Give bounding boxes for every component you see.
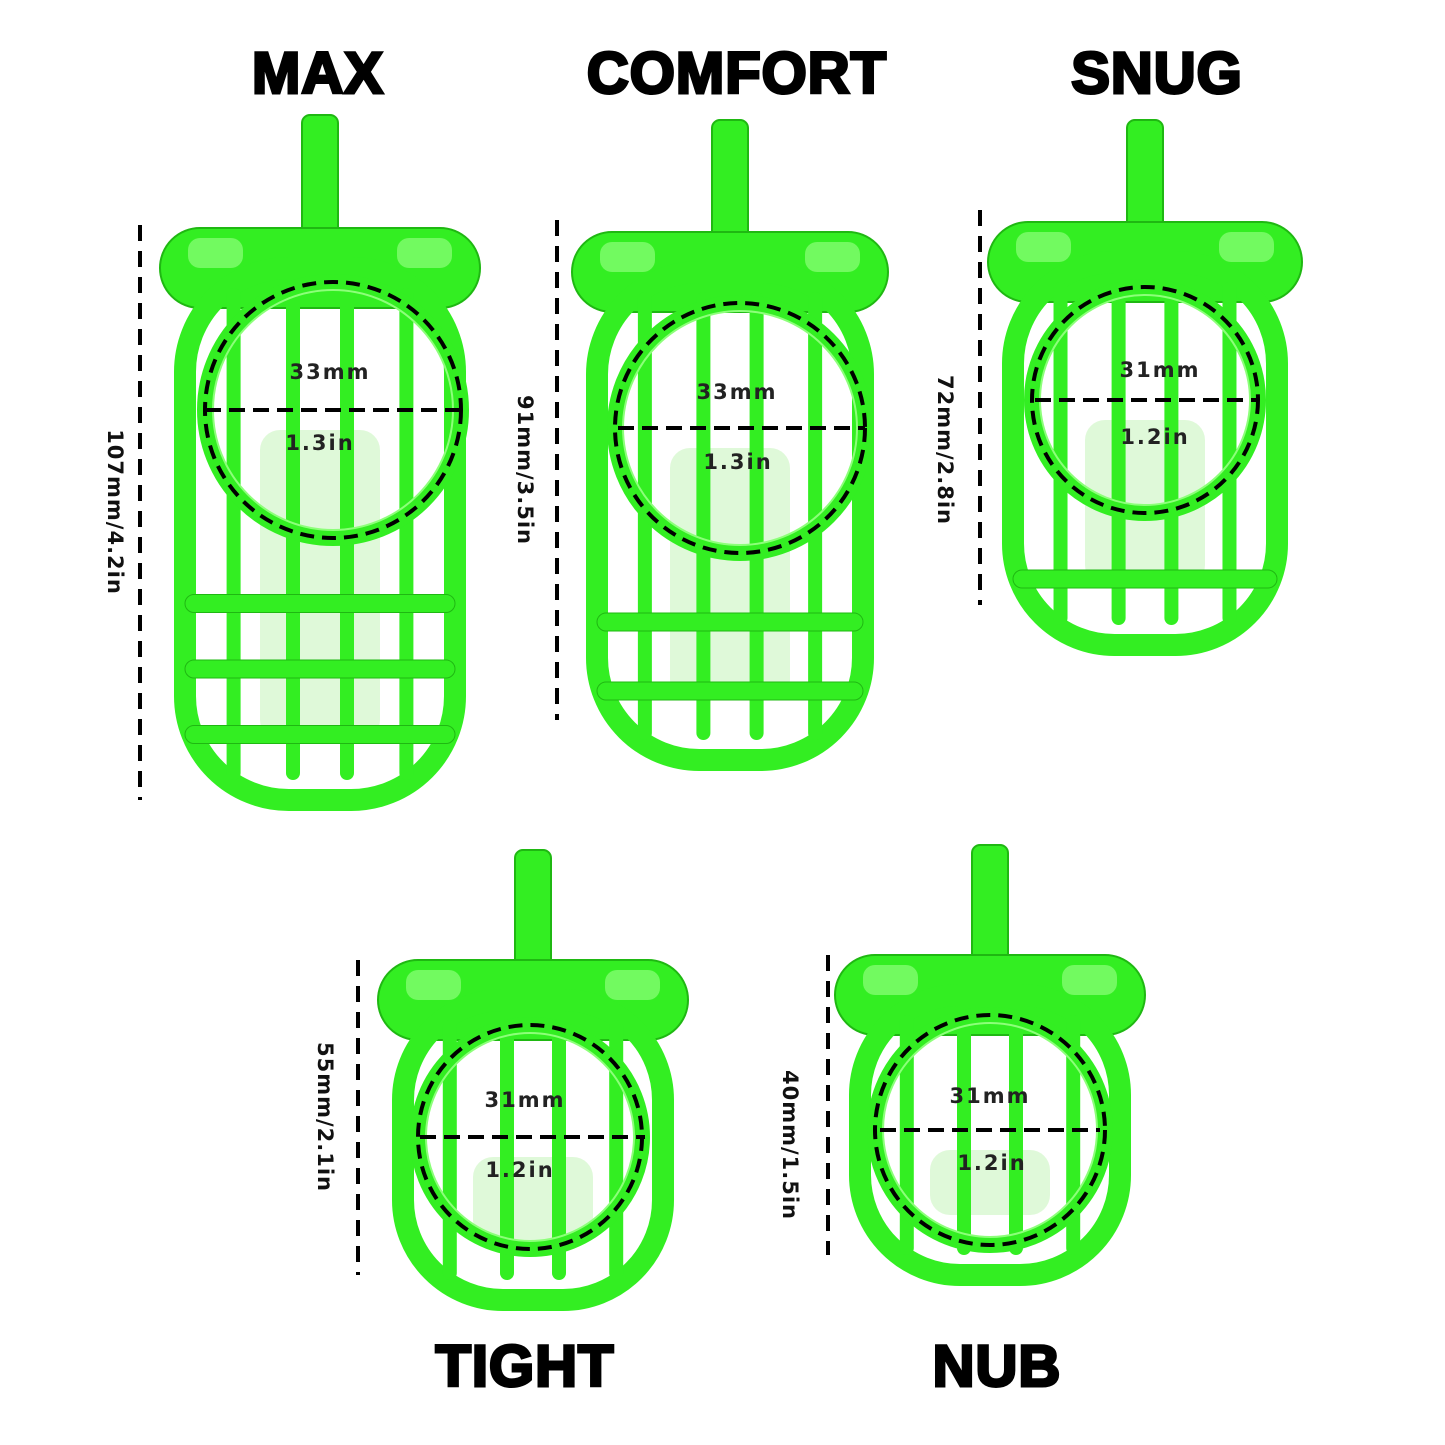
cage-bar	[957, 1015, 971, 1255]
cage-body-outline	[174, 257, 466, 811]
diameter-mm-comfort: 33mm	[696, 380, 778, 404]
cage-body-outline	[586, 261, 874, 771]
diameter-mm-snug: 31mm	[1119, 358, 1201, 382]
cage-max	[138, 114, 481, 811]
length-label-tight: 55mm/2.1in	[313, 1041, 337, 1193]
cage-pad-right	[1219, 232, 1274, 262]
length-label-snug: 72mm/2.8in	[933, 374, 957, 526]
diameter-in-snug: 1.2in	[1120, 425, 1190, 449]
cage-pad-left	[406, 970, 461, 1000]
cage-pad-left	[863, 965, 918, 995]
cage-bar	[399, 288, 414, 780]
cage-body-outline	[1002, 251, 1288, 656]
cage-comfort	[555, 119, 889, 771]
cage-pad-left	[188, 238, 243, 268]
length-label-nub: 40mm/1.5in	[778, 1069, 802, 1221]
cage-ring	[596, 681, 864, 701]
cage-ring	[184, 659, 456, 679]
cage-tight	[356, 849, 689, 1311]
length-label-comfort: 91mm/3.5in	[513, 394, 537, 546]
size-title-snug: SNUG	[1070, 40, 1244, 108]
cage-pad-right	[805, 242, 860, 272]
length-label-max: 107mm/4.2in	[103, 429, 127, 595]
size-title-comfort: COMFORT	[585, 40, 888, 108]
cage-bar	[500, 1020, 514, 1280]
cage-nub	[826, 844, 1146, 1286]
diameter-mm-tight: 31mm	[484, 1088, 566, 1112]
cage-pad-right	[1062, 965, 1117, 995]
cage-body-outline	[392, 989, 674, 1311]
cage-bar	[1111, 282, 1126, 625]
cage-ring	[1012, 569, 1278, 589]
cage-bar	[1053, 282, 1068, 625]
diameter-in-tight: 1.2in	[485, 1158, 555, 1182]
diameter-mm-nub: 31mm	[949, 1084, 1031, 1108]
cage-pad-right	[605, 970, 660, 1000]
cage-bar	[552, 1020, 566, 1280]
cage-mesh	[260, 430, 380, 740]
diameter-in-nub: 1.2in	[957, 1151, 1027, 1175]
diameter-dashed-circle	[873, 1013, 1107, 1247]
diameter-in-comfort: 1.3in	[703, 450, 773, 474]
cage-pad-left	[1016, 232, 1071, 262]
cage-ring	[596, 612, 864, 632]
cage-ring	[184, 594, 456, 613]
cage-mesh	[670, 448, 790, 700]
cage-bar	[696, 292, 711, 740]
cage-bar	[1009, 1015, 1023, 1255]
diameter-in-max: 1.3in	[285, 431, 355, 455]
cage-snug	[978, 119, 1303, 656]
cage-bar	[749, 292, 764, 740]
cage-bar	[226, 288, 241, 780]
cage-ring	[184, 725, 456, 744]
size-title-tight: TIGHT	[434, 1333, 615, 1401]
diameter-mm-max: 33mm	[289, 360, 371, 384]
size-title-max: MAX	[251, 40, 385, 108]
cage-pad-right	[397, 238, 452, 268]
cage-bar	[1164, 282, 1179, 625]
cage-bar	[1222, 282, 1237, 625]
size-title-nub: NUB	[931, 1333, 1062, 1401]
cage-pad-left	[600, 242, 655, 272]
cage-body-outline	[849, 984, 1131, 1286]
